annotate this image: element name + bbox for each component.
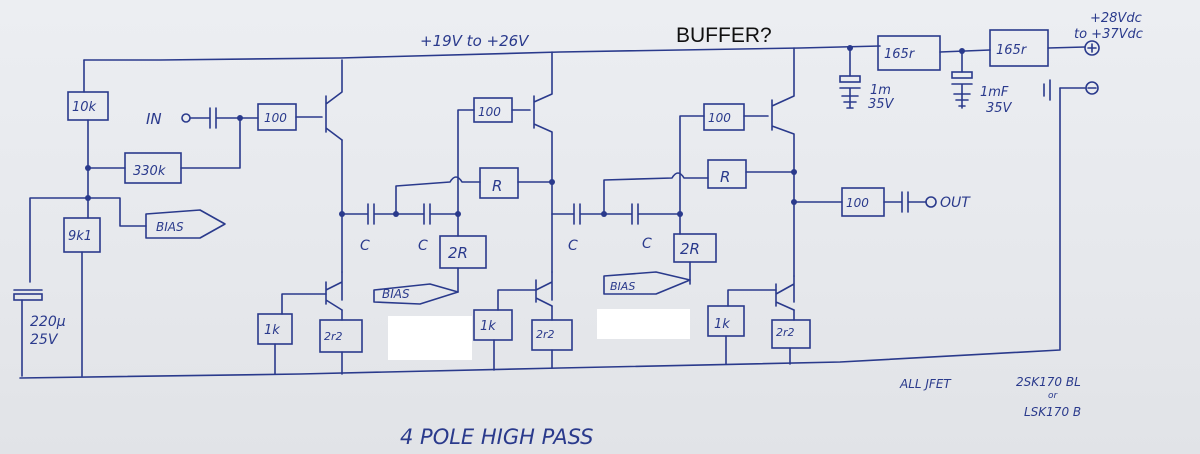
label-2r2-1: 2r2 (324, 330, 343, 343)
label-35v-2: 35V (986, 101, 1013, 116)
label-100-1: 100 (478, 105, 501, 119)
label-2r2-3: 2r2 (776, 326, 795, 339)
bias-arrow-1 (145, 209, 226, 239)
filter-section-1 (341, 51, 573, 371)
resistor-2r2-1 (319, 319, 363, 353)
label-100-out: 100 (846, 196, 869, 210)
supply-filter (839, 29, 1100, 109)
note-or: or (1048, 391, 1059, 401)
resistor-2r2-3 (771, 319, 811, 349)
input-stage (181, 59, 363, 375)
label-100-2: 100 (708, 111, 731, 125)
input-voltage-line2: to +37Vdc (1074, 27, 1143, 42)
diagram-caption: 4 POLE HIGH PASS (400, 425, 594, 449)
supply-range-label: +19V to +26V (420, 32, 530, 50)
label-35v-1: 35V (868, 97, 895, 112)
redaction-box-1 (388, 316, 472, 360)
note-all-jfet: ALL JFET (899, 377, 952, 391)
label-bias-3: BIAS (610, 280, 635, 293)
resistor-2R-1 (439, 235, 487, 269)
ground-rail (19, 87, 1086, 379)
resistor-100-2 (703, 103, 745, 131)
resistor-165r-1 (877, 35, 941, 71)
label-2R-1: 2R (448, 244, 468, 262)
bias-arrow-2 (373, 283, 459, 305)
label-10k: 10k (72, 100, 97, 115)
resistor-R-2 (707, 159, 747, 189)
label-cap-1m: 1m (870, 83, 891, 98)
label-9k1: 9k1 (68, 229, 92, 244)
label-1k-3: 1k (714, 317, 730, 332)
title-buffer: BUFFER? (676, 24, 772, 47)
label-bias-1: BIAS (156, 220, 184, 234)
filter-section-2 (551, 47, 937, 365)
label-in: IN (146, 110, 162, 128)
redaction-box-2 (597, 309, 690, 339)
label-1k-1: 1k (264, 323, 280, 338)
label-330k: 330k (133, 164, 166, 179)
bias-network (13, 91, 241, 377)
label-C-3: C (568, 238, 578, 254)
label-R-1: R (492, 177, 502, 195)
label-cap-1mf: 1mF (980, 85, 1009, 100)
resistor-R-1 (479, 167, 519, 199)
label-2R-2: 2R (680, 240, 700, 258)
bias-arrow-3 (603, 271, 691, 295)
label-25v: 25V (30, 332, 59, 348)
label-out: OUT (940, 195, 971, 211)
label-220u: 220μ (30, 314, 66, 330)
label-165r-1: 165r (884, 47, 916, 62)
label-165r-2: 165r (996, 43, 1028, 58)
label-2r2-2: 2r2 (536, 328, 555, 341)
note-part-1: 2SK170 BL (1016, 375, 1081, 389)
resistor-1k-2 (473, 309, 513, 341)
label-C-2: C (418, 238, 428, 254)
label-100-in: 100 (264, 111, 287, 125)
power-rail (83, 45, 1086, 93)
resistor-165r-2 (989, 29, 1049, 67)
input-voltage-line1: +28Vdc (1090, 11, 1142, 26)
label-1k-2: 1k (480, 319, 496, 334)
label-C-1: C (360, 238, 370, 254)
resistor-2R-2 (673, 233, 717, 263)
label-R-2: R (720, 168, 730, 186)
label-bias-2: BIAS (382, 287, 410, 301)
label-C-4: C (642, 236, 652, 252)
note-part-2: LSK170 B (1024, 405, 1081, 419)
